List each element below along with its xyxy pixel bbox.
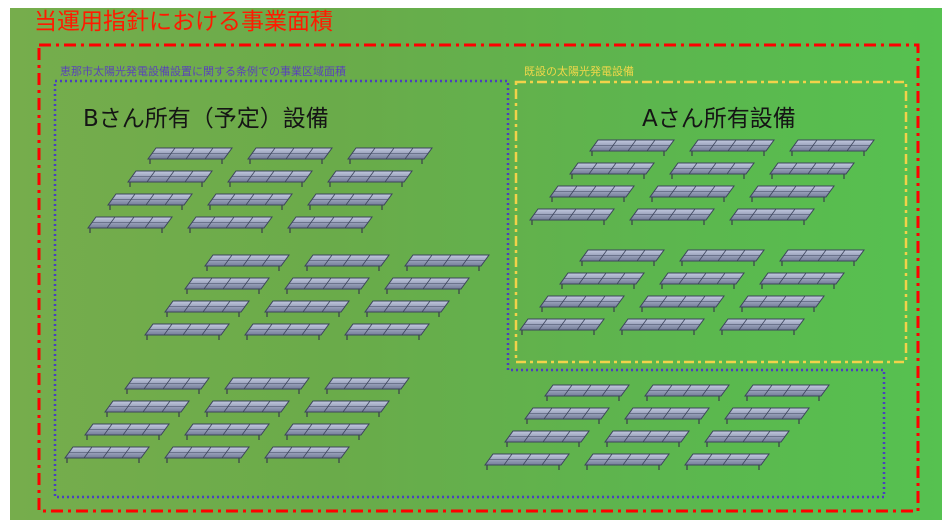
solar-panel	[624, 407, 710, 424]
solar-panel	[644, 384, 730, 401]
solar-panel	[344, 323, 430, 340]
solar-panel	[669, 162, 755, 179]
solar-panel	[404, 254, 490, 271]
solar-panel	[144, 323, 230, 340]
solar-panel	[227, 170, 313, 187]
solar-panel-layer	[64, 139, 875, 470]
solar-panel	[107, 193, 193, 210]
solar-panel	[347, 147, 433, 164]
solar-panel	[244, 323, 330, 340]
solar-panel	[184, 277, 270, 294]
page-title: 当運用指針における事業面積	[34, 9, 333, 35]
solar-panel	[87, 216, 173, 233]
solar-panel	[207, 193, 293, 210]
solar-panel	[519, 318, 605, 335]
solar-panel	[749, 185, 835, 202]
solar-panel	[779, 249, 865, 266]
solar-panel	[524, 407, 610, 424]
solar-panel	[539, 295, 625, 312]
solar-panel	[147, 147, 233, 164]
solar-panel	[484, 453, 570, 470]
solar-panel	[559, 272, 645, 289]
solar-panel	[264, 300, 350, 317]
a-owner-facility-label: Aさん所有設備	[642, 106, 796, 132]
solar-panel	[247, 147, 333, 164]
guideline-business-area-boundary	[37, 43, 920, 513]
existing-facility-label: 既設の太陽光発電設備	[524, 65, 634, 78]
solar-panel	[127, 170, 213, 187]
solar-panel	[759, 272, 845, 289]
solar-panel	[679, 249, 765, 266]
existing-facility-boundary	[514, 80, 908, 364]
solar-panel	[384, 277, 470, 294]
solar-panel	[104, 400, 190, 417]
solar-panel	[84, 423, 170, 440]
solar-panel	[304, 254, 390, 271]
solar-panel	[604, 430, 690, 447]
solar-panel	[739, 295, 825, 312]
solar-panel	[649, 185, 735, 202]
solar-panel	[124, 377, 210, 394]
solar-panel	[287, 216, 373, 233]
solar-panel	[284, 277, 370, 294]
solar-panel	[729, 208, 815, 225]
solar-panel	[619, 318, 705, 335]
ordinance-area-label: 恵那市太陽光発電設備設置に関する条例での事業区域面積	[60, 65, 346, 78]
solar-panel	[789, 139, 875, 156]
solar-panel	[164, 446, 250, 463]
solar-panel	[639, 295, 725, 312]
solar-panel	[704, 430, 790, 447]
solar-panel	[719, 318, 805, 335]
solar-panel	[724, 407, 810, 424]
solar-panel	[629, 208, 715, 225]
solar-panel	[224, 377, 310, 394]
solar-panel	[684, 453, 770, 470]
solar-panel	[304, 400, 390, 417]
solar-panel	[324, 377, 410, 394]
solar-panel	[204, 400, 290, 417]
solar-panel	[64, 446, 150, 463]
solar-panel	[544, 384, 630, 401]
solar-panel	[284, 423, 370, 440]
solar-panel	[769, 162, 855, 179]
solar-panel	[584, 453, 670, 470]
solar-panel	[364, 300, 450, 317]
solar-panel	[549, 185, 635, 202]
solar-panel	[264, 446, 350, 463]
solar-panel	[187, 216, 273, 233]
solar-panel	[307, 193, 393, 210]
solar-panel	[569, 162, 655, 179]
solar-panel	[164, 300, 250, 317]
solar-panel	[529, 208, 615, 225]
solar-panel	[204, 254, 290, 271]
solar-panel	[327, 170, 413, 187]
b-owner-facility-label: Bさん所有（予定）設備	[83, 106, 329, 132]
solar-panel	[184, 423, 270, 440]
solar-panel	[744, 384, 830, 401]
solar-panel	[589, 139, 675, 156]
solar-panel	[579, 249, 665, 266]
solar-panel	[504, 430, 590, 447]
solar-panel	[689, 139, 775, 156]
solar-panel	[659, 272, 745, 289]
